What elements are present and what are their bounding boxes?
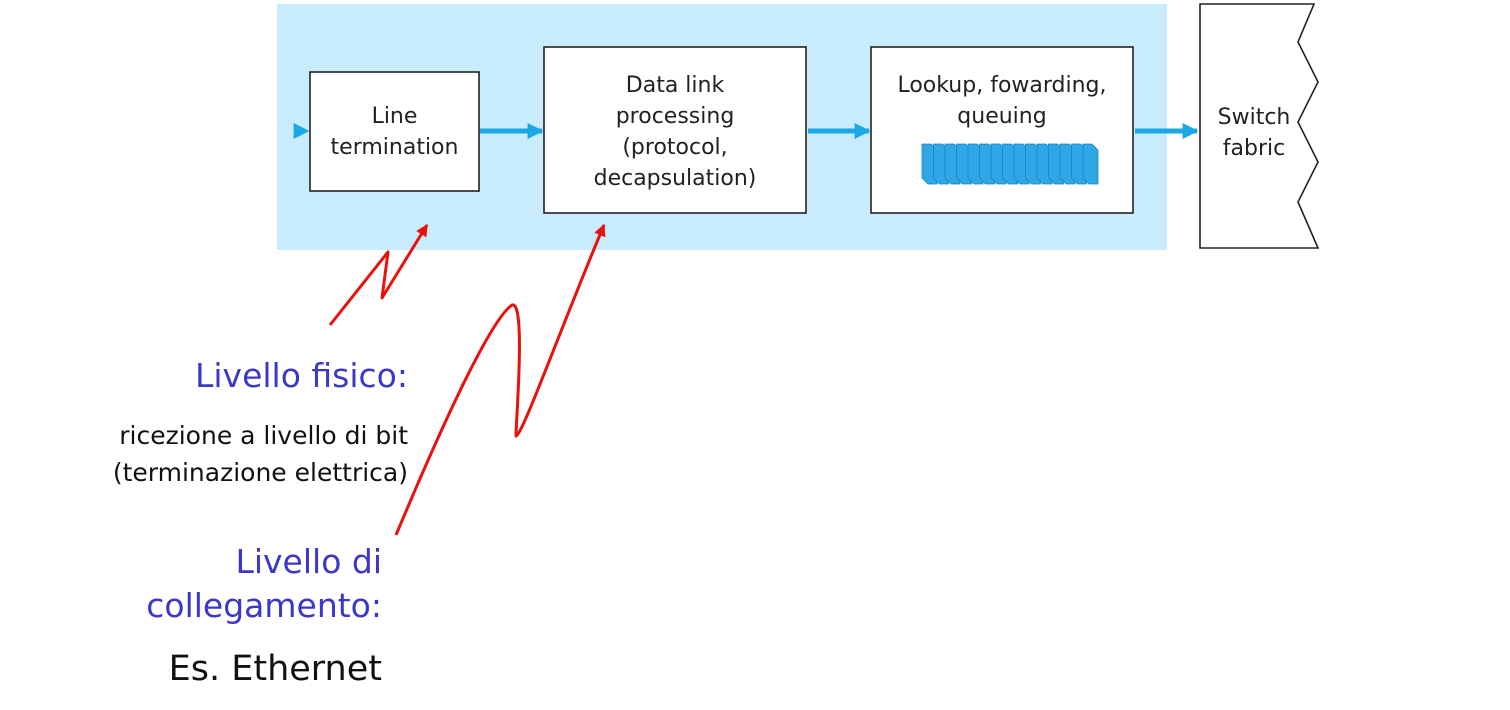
line-termination-label: Line termination [330,104,459,160]
data-link-processing-label: Data link processing (protocol, decapsul… [593,73,757,191]
switch-fabric-label: Switch fabric [1217,105,1291,161]
lookup-box [870,46,1134,214]
lookup-label: Lookup, fowarding, queuing [897,73,1107,129]
switch-fabric-box [1199,3,1320,249]
physical-layer-annotation: Livello fisico: ricezione a livello di b… [0,335,408,510]
line-termination-box [309,71,480,192]
link-layer-example: Es. Ethernet [168,649,382,689]
physical-layer-pointer [328,223,429,326]
link-layer-title: Livello di collegamento: [146,542,382,625]
router-input-port-diagram [242,3,1320,536]
link-layer-pointer [394,223,606,536]
physical-layer-description: ricezione a livello di bit (terminazione… [112,421,408,487]
queue-packet-icon [1082,143,1099,185]
link-layer-annotation: Livello di collegamento: Es. Ethernet [0,521,382,710]
physical-layer-title: Livello fisico: [194,356,408,395]
data-link-processing-box [543,46,807,214]
queue-icon [921,143,1099,185]
